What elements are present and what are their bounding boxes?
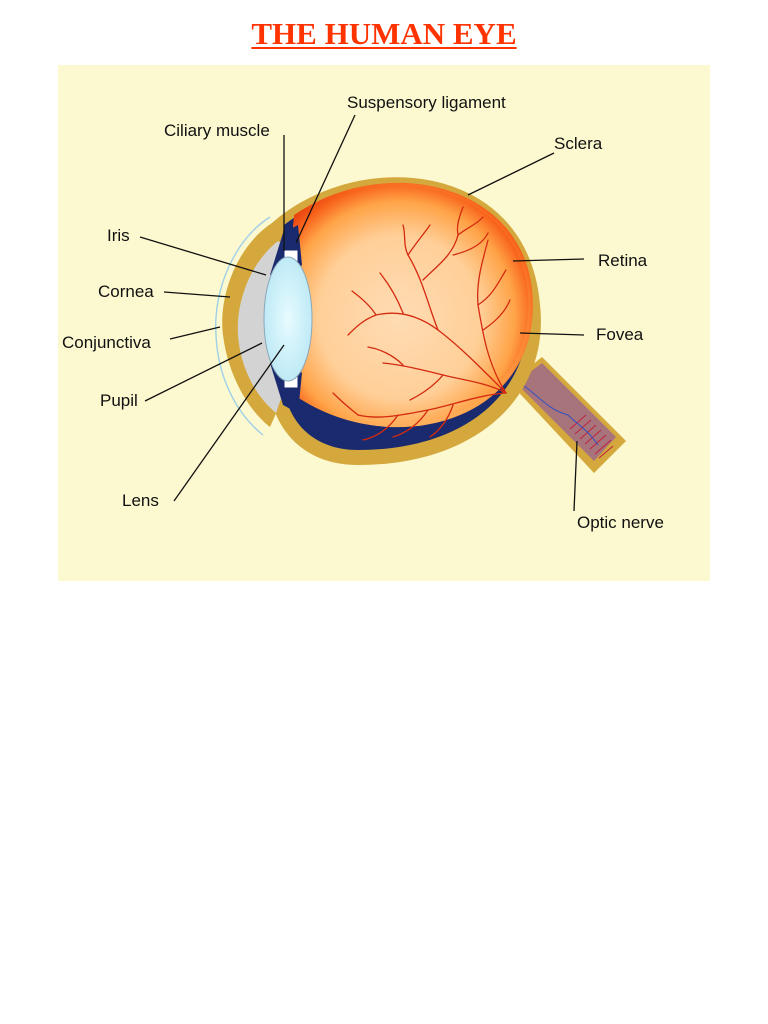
label-fovea: Fovea (596, 325, 644, 344)
label-lines (139, 114, 585, 512)
label-pupil: Pupil (100, 391, 138, 410)
label-lens: Lens (122, 491, 159, 510)
label-suspensory-ligament: Suspensory ligament (347, 93, 506, 112)
label-cornea: Cornea (98, 282, 154, 301)
eye-diagram: Suspensory ligament Ciliary muscle Scler… (58, 65, 710, 581)
label-optic-nerve: Optic nerve (577, 513, 664, 532)
conjunctiva (215, 216, 271, 436)
page-title: THE HUMAN EYE (251, 16, 517, 51)
label-ciliary-muscle: Ciliary muscle (164, 121, 270, 140)
label-retina: Retina (598, 251, 648, 270)
blood-vessels (332, 206, 511, 441)
lens (263, 256, 313, 382)
label-sclera: Sclera (554, 134, 603, 153)
retina (289, 182, 533, 428)
label-iris: Iris (107, 226, 130, 245)
label-conjunctiva: Conjunctiva (62, 333, 151, 352)
optic-nerve (510, 357, 626, 473)
